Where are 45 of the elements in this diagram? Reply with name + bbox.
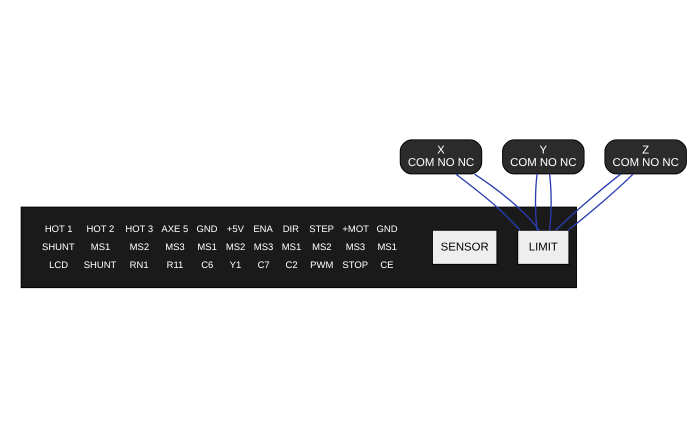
label: GND xyxy=(196,224,218,236)
label: MS2 xyxy=(226,242,246,254)
label: LCD xyxy=(49,260,68,272)
label: ENA xyxy=(253,224,273,236)
label: +5V xyxy=(226,224,244,236)
label: STOP xyxy=(342,260,368,272)
label: GND xyxy=(376,224,398,236)
label: MS3 xyxy=(346,242,366,254)
cluster xyxy=(20,206,577,288)
node-box: SENSOR xyxy=(432,230,498,265)
connector xyxy=(534,174,538,230)
label: C2 xyxy=(286,260,298,272)
label: MS3 xyxy=(165,242,185,254)
label: PWM xyxy=(310,260,334,272)
label: MS1 xyxy=(377,242,397,254)
label: +MOT xyxy=(342,224,369,236)
label: MS2 xyxy=(312,242,332,254)
node-box: Z COM NO NC xyxy=(604,139,687,174)
label: HOT 1 xyxy=(44,224,73,236)
label: R11 xyxy=(166,260,184,272)
node-box: LIMIT xyxy=(517,230,570,265)
connector xyxy=(548,174,552,230)
label: MS1 xyxy=(282,242,302,254)
connector xyxy=(474,174,540,230)
label: MS1 xyxy=(90,242,110,254)
label: SHUNT xyxy=(84,260,116,272)
label: MS3 xyxy=(254,242,274,254)
label: HOT 3 xyxy=(125,224,154,236)
connector xyxy=(568,174,634,231)
label: HOT 2 xyxy=(86,224,114,236)
label: SHUNT xyxy=(42,242,75,254)
label: MS1 xyxy=(197,242,217,254)
label: C6 xyxy=(201,260,214,272)
label: Y1 xyxy=(230,260,242,272)
label: C7 xyxy=(258,260,270,272)
label: STEP xyxy=(309,224,334,236)
label: AXE 5 xyxy=(161,224,188,236)
label: MS2 xyxy=(130,242,150,254)
label: CE xyxy=(380,260,394,272)
label: DIR xyxy=(282,224,300,236)
node-box: Y COM NO NC xyxy=(502,139,585,174)
node-box: X COM NO NC xyxy=(400,139,482,174)
label: RN1 xyxy=(130,260,149,272)
connector xyxy=(555,174,622,231)
connector xyxy=(456,174,521,231)
